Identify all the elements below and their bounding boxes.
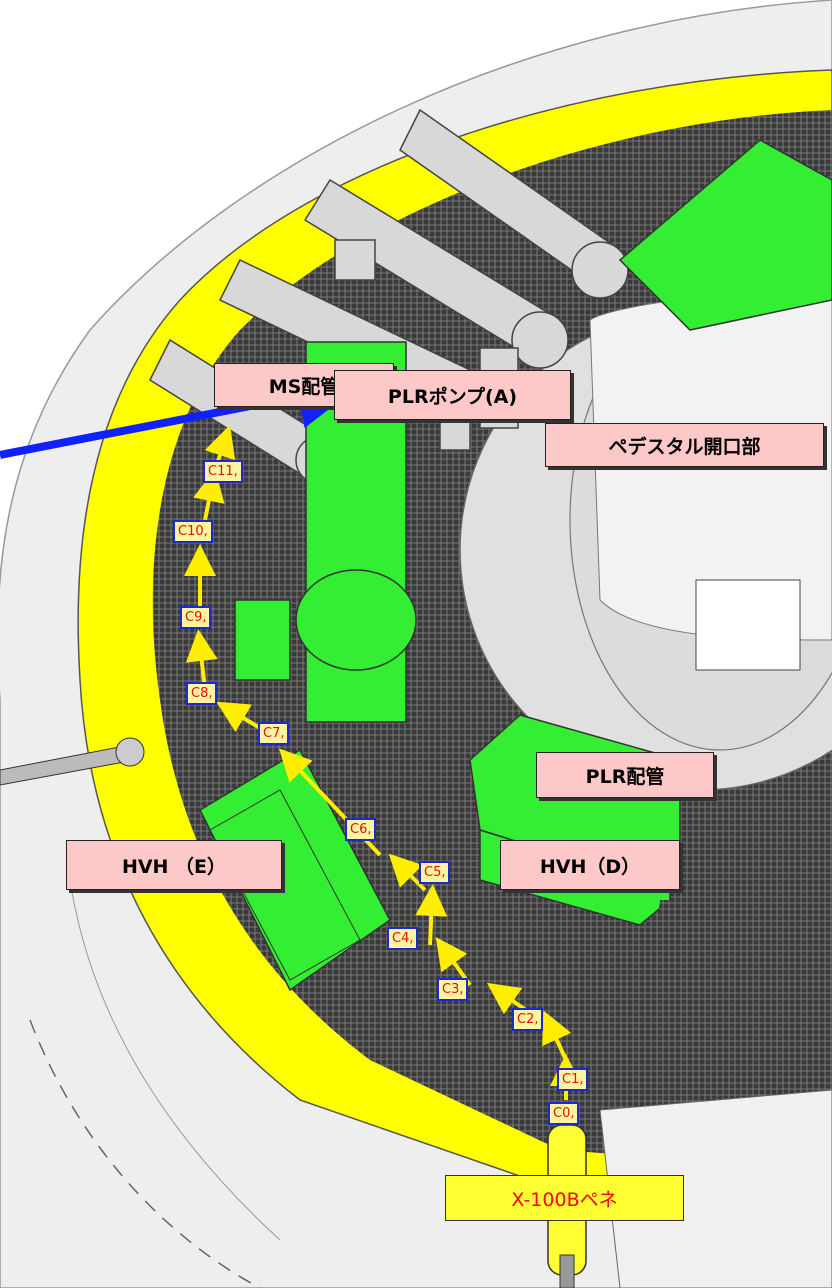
checkpoint-c1: C1, <box>557 1068 589 1091</box>
checkpoint-c9: C9, <box>180 606 212 629</box>
checkpoint-c4: C4, <box>387 927 419 950</box>
checkpoint-c2: C2, <box>512 1008 544 1031</box>
hvh-e-unit <box>199 748 391 992</box>
label-hvh-d: HVH（D） <box>500 840 680 890</box>
checkpoint-c0: C0, <box>548 1102 580 1125</box>
label-pedestal-opening: ペデスタル開口部 <box>545 423 824 467</box>
checkpoint-c3: C3, <box>437 978 469 1001</box>
checkpoint-c10: C10, <box>173 520 213 543</box>
label-plr-pipe: PLR配管 <box>536 752 714 798</box>
checkpoint-c6: C6, <box>345 818 377 841</box>
checkpoint-c5: C5, <box>419 861 451 884</box>
checkpoint-c7: C7, <box>258 722 290 745</box>
pedestal-panel <box>695 579 801 671</box>
label-penetration: X-100Bペネ <box>445 1175 684 1221</box>
checkpoint-c8: C8, <box>186 682 218 705</box>
hvh-upper <box>618 139 832 331</box>
label-plr-pump-a: PLRポンプ(A) <box>334 370 571 420</box>
label-hvh-e: HVH （E） <box>66 840 282 890</box>
checkpoint-c11: C11, <box>203 460 243 483</box>
